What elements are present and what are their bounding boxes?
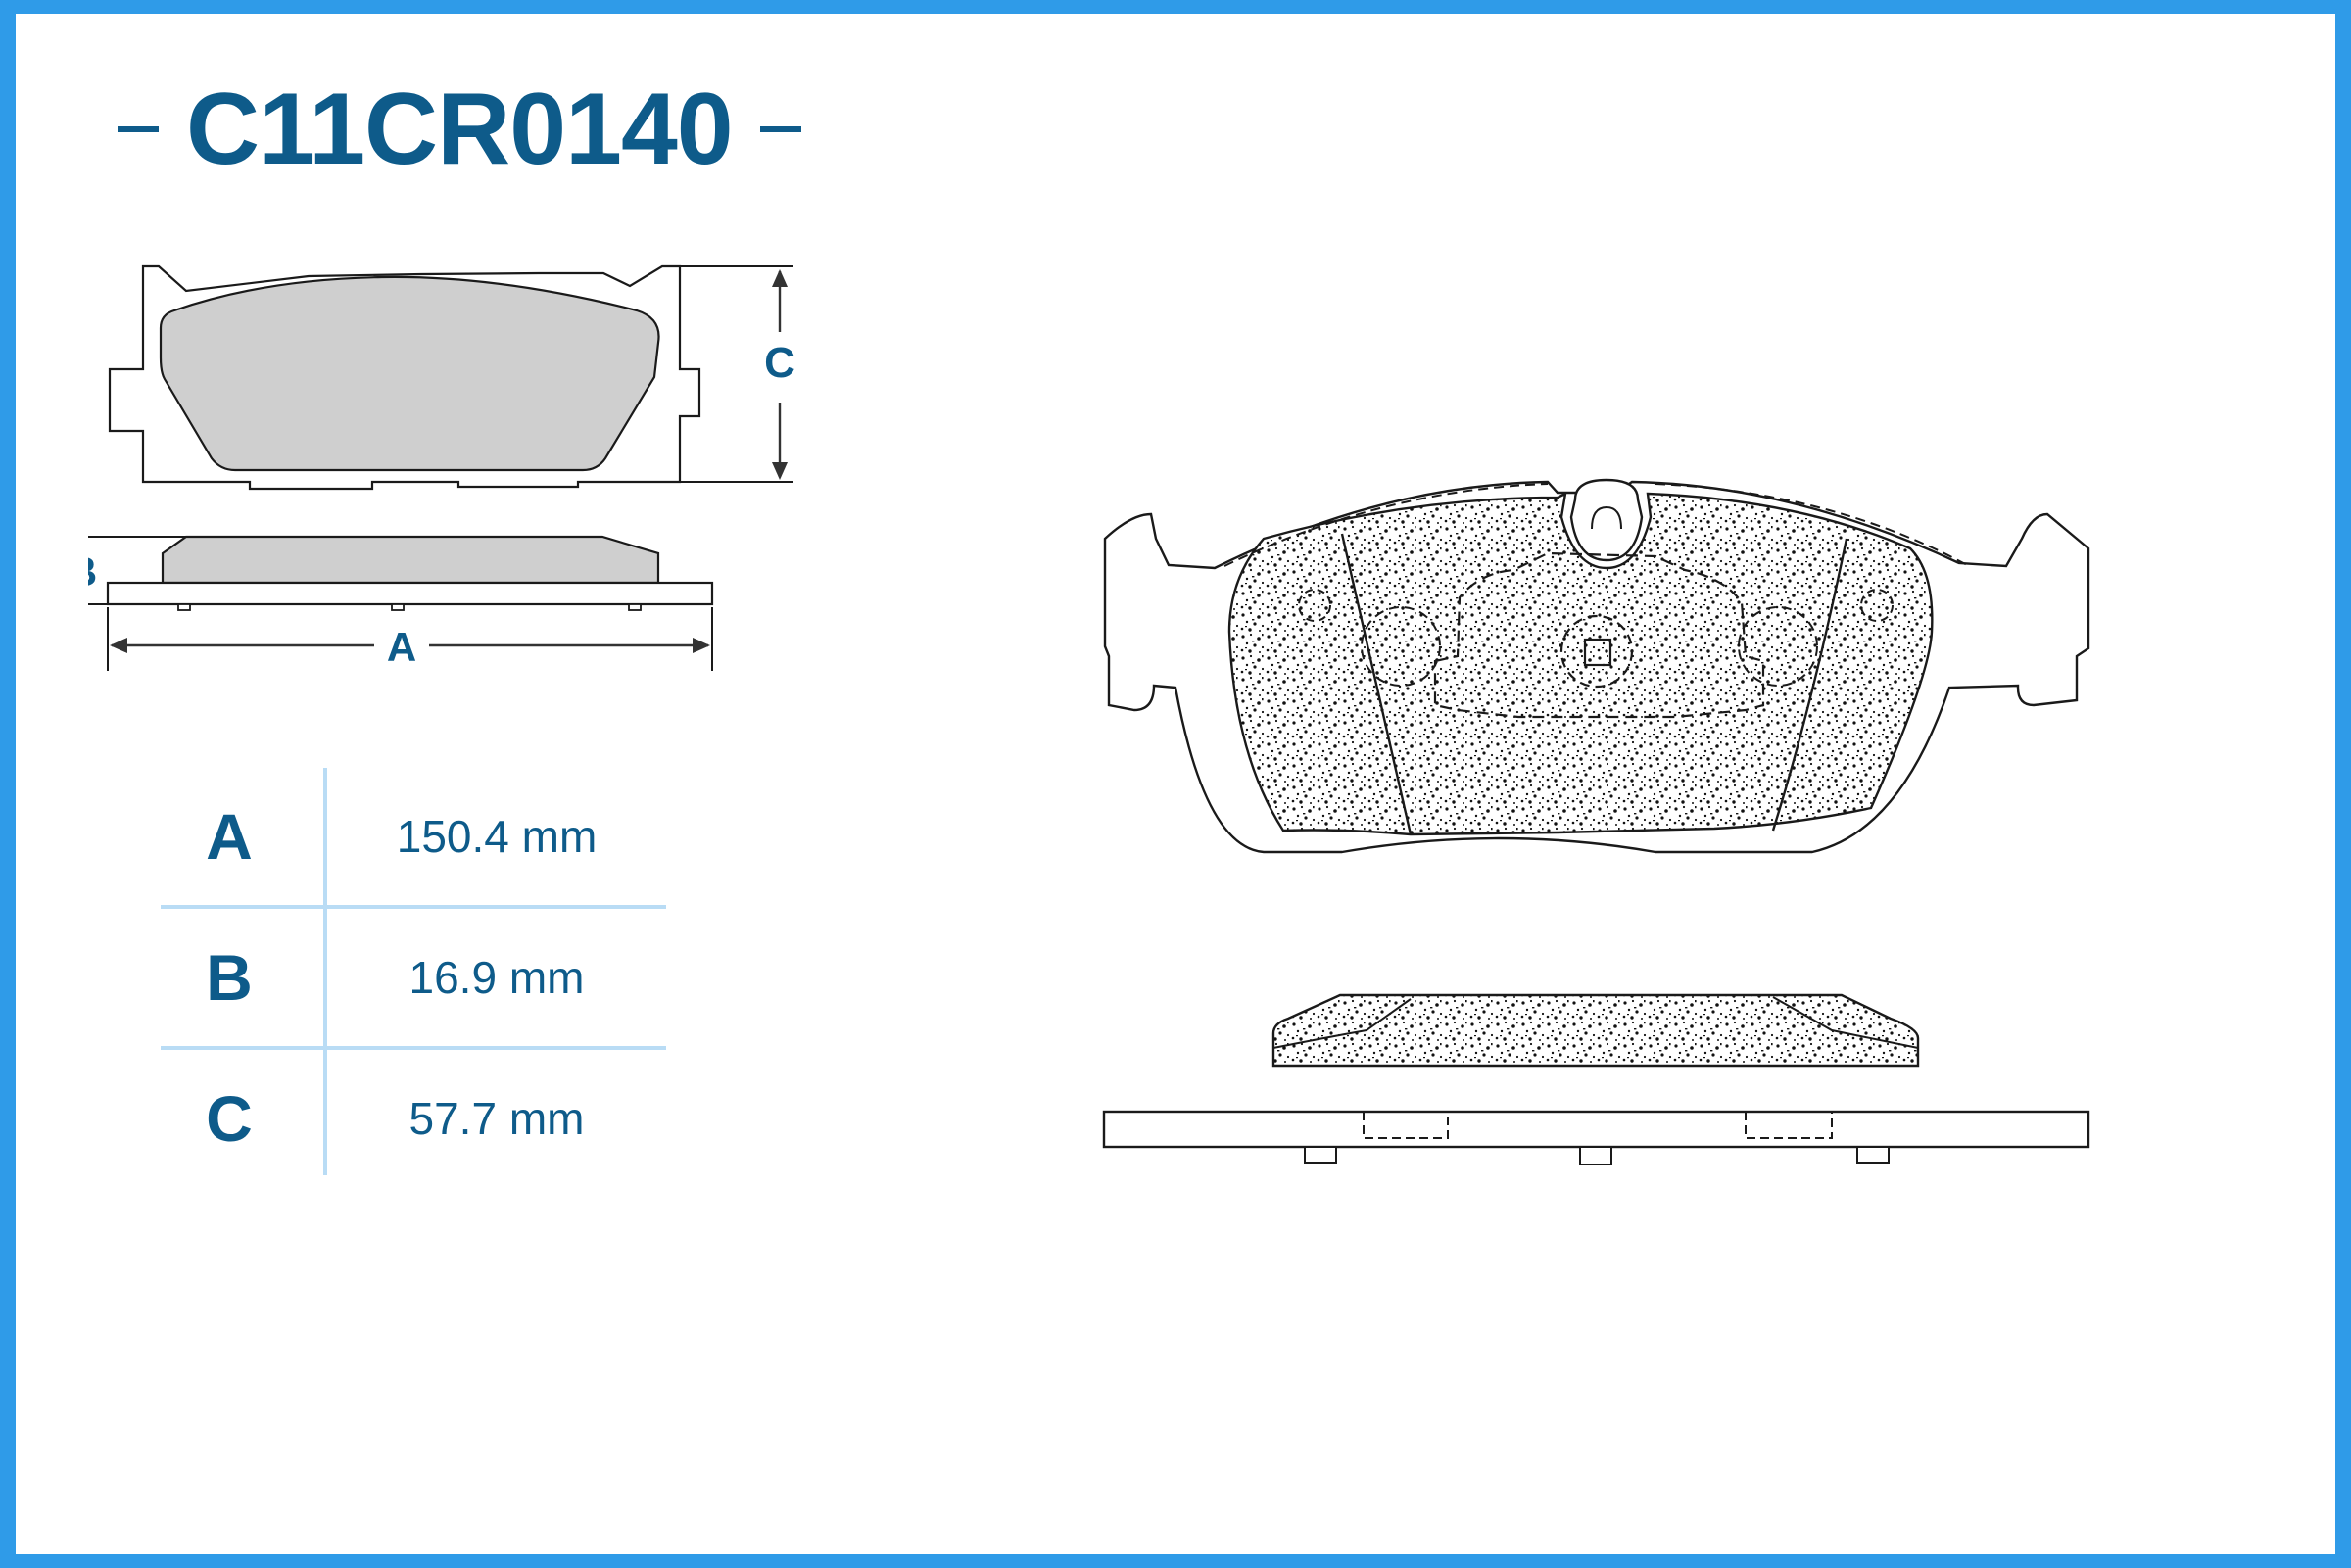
drawing-side-shim-dashed (1363, 1112, 1833, 1139)
schematic-clip-mid (391, 603, 405, 611)
drawing-side-chamfer-lines (1272, 996, 1919, 1049)
schematic-clip-right (628, 603, 642, 611)
drawing-rivet-circle-right (1738, 606, 1818, 687)
drawing-center-square (1583, 638, 1612, 667)
drawing-shim-plate-dashed (1433, 551, 1765, 719)
spec-value: 150.4 mm (396, 811, 598, 862)
drawing-friction-material-side (1271, 993, 1920, 1068)
brake-pad-technical-drawing (1102, 478, 2090, 1165)
title-right-dash (759, 126, 801, 132)
spec-table-divider (161, 905, 666, 909)
spec-label: B (206, 941, 253, 1014)
spec-table: A 150.4 mm B 16.9 mm C 57.7 mm (161, 768, 666, 1175)
schematic-backing-plate-side (106, 581, 714, 606)
drawing-side-clip-right (1856, 1146, 1890, 1164)
dim-a-arrow-left (110, 638, 127, 653)
drawing-shim-dashed-outline (1223, 483, 1970, 567)
drawing-chamfer-slot-right (1771, 538, 1848, 832)
spec-value: 57.7 mm (408, 1093, 585, 1144)
dim-c-arrow-top (772, 269, 788, 287)
spec-row-b: B 16.9 mm (161, 909, 666, 1046)
spec-row-c: C 57.7 mm (161, 1050, 666, 1187)
dim-b-label: B (88, 548, 97, 594)
spec-value: 16.9 mm (408, 952, 585, 1003)
dimension-schematic: C B A (88, 264, 795, 671)
spec-table-divider (161, 1046, 666, 1050)
drawing-center-clip (1569, 478, 1644, 562)
product-title: C11CR0140 (90, 61, 829, 198)
schematic-clip-left (177, 603, 191, 611)
drawing-pin-circle-left (1298, 589, 1331, 622)
product-code: C11CR0140 (186, 72, 734, 186)
drawing-side-clip-left (1304, 1146, 1337, 1164)
drawing-side-clip-mid (1579, 1146, 1612, 1165)
dim-a-label: A (387, 624, 416, 670)
drawing-center-clip-inner (1591, 505, 1622, 530)
drawing-chamfer-slot-left (1340, 533, 1413, 835)
dim-c-label: C (764, 339, 795, 387)
spec-row-a: A 150.4 mm (161, 768, 666, 905)
drawing-friction-material-front (1227, 491, 1934, 836)
dim-c-arrow-bottom (772, 462, 788, 480)
title-left-dash (118, 126, 159, 132)
drawing-rivet-circle-left (1361, 606, 1441, 687)
schematic-friction-pad-side (161, 535, 660, 585)
schematic-friction-pad-front (159, 275, 660, 472)
spec-table-vertical-divider (323, 768, 327, 1175)
spec-label: C (206, 1082, 253, 1155)
drawing-pin-circle-right (1860, 589, 1894, 622)
drawing-backing-plate-side (1102, 1110, 2090, 1149)
dim-a-arrow-right (693, 638, 710, 653)
spec-label: A (206, 800, 253, 873)
drawing-center-circle (1559, 614, 1634, 689)
